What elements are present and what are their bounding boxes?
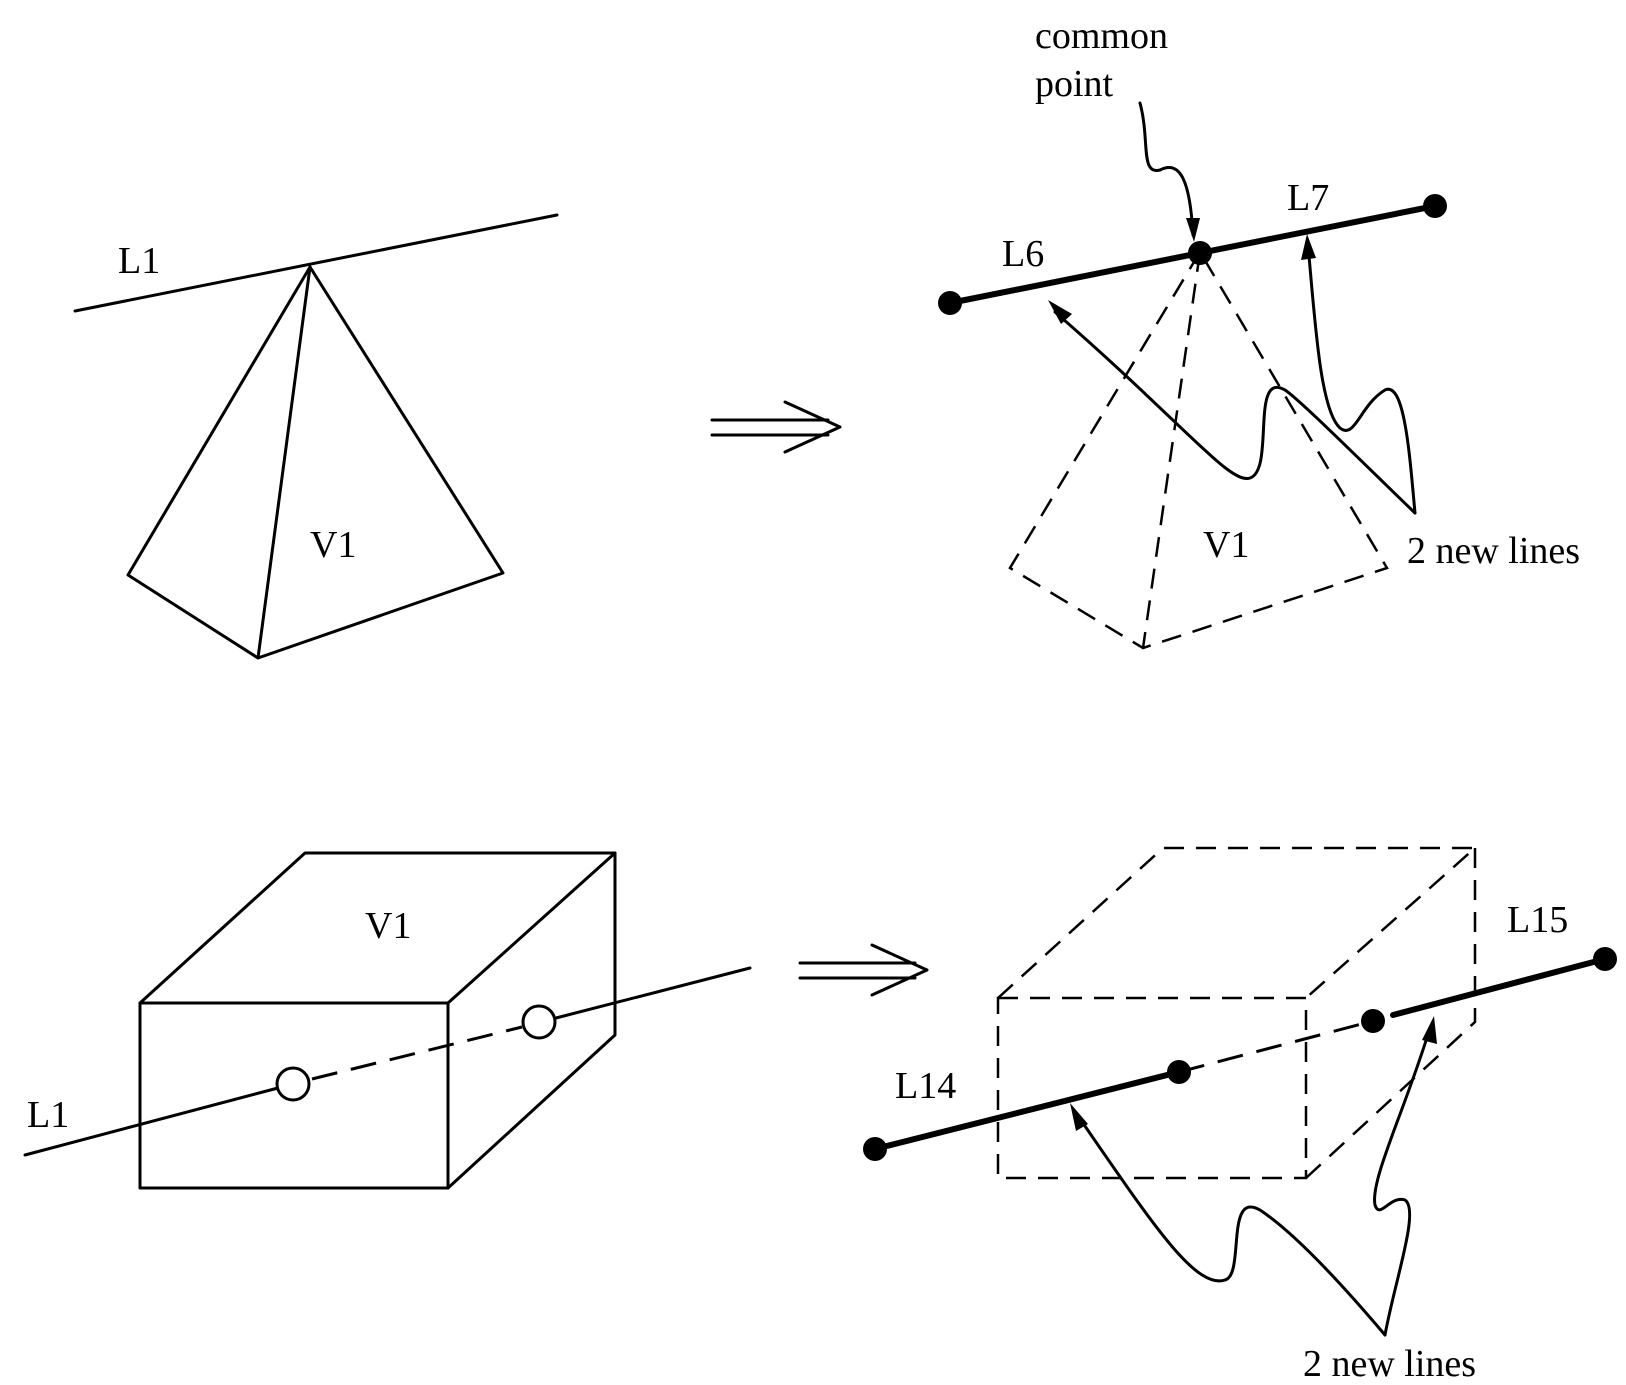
common-point-dot — [1188, 241, 1212, 265]
endpoint-l14-left — [863, 1137, 887, 1161]
line-l1-bottom-hidden-part — [311, 1025, 523, 1081]
entry-point-circle — [275, 1066, 311, 1102]
common-point-arrow — [1138, 101, 1195, 237]
endpoint-l7-right — [1423, 194, 1447, 218]
endpoint-l15-left — [1361, 1009, 1385, 1033]
label-l7: L7 — [1287, 177, 1329, 219]
endpoint-l14-right — [1167, 1060, 1191, 1084]
bottom-right-figure: L14 L15 2 new lines — [863, 846, 1617, 1385]
endpoint-l15-right — [1593, 947, 1617, 971]
dashed-pyramid-front-edge — [1141, 251, 1202, 649]
label-common: common — [1035, 15, 1168, 57]
label-point: point — [1035, 63, 1114, 105]
new-lines-arrow-to-l6 — [1053, 310, 1417, 515]
new-lines-arrow-to-l7 — [1306, 243, 1417, 515]
new-lines-arrow-to-l14 — [1076, 1114, 1387, 1337]
top-right-figure: common point L6 L7 V1 2 new lines — [938, 15, 1580, 650]
exit-point-circle — [521, 1004, 557, 1040]
label-v1-top-left: V1 — [310, 524, 356, 566]
label-l15: L15 — [1507, 899, 1568, 941]
hidden-segment — [1178, 1019, 1374, 1074]
bottom-left-figure: V1 L1 — [23, 851, 752, 1190]
implies-arrow-top — [710, 400, 842, 454]
implies-arrow-bottom — [798, 943, 929, 997]
pyramid-outline — [126, 265, 505, 660]
endpoint-l6-left — [938, 291, 962, 315]
box-front-face — [138, 1001, 450, 1190]
line-l1-top — [73, 213, 559, 313]
label-2-new-lines-bottom: 2 new lines — [1303, 1343, 1476, 1385]
dashed-box-right-face — [1305, 848, 1477, 1179]
new-lines-arrow-to-l15 — [1373, 1026, 1432, 1337]
label-v1-bottom-left: V1 — [365, 905, 411, 947]
pyramid-front-edge — [256, 265, 312, 660]
label-l1-bottom: L1 — [27, 1094, 69, 1136]
line-l1-bottom-left-part — [23, 1086, 280, 1157]
line-l14 — [872, 1069, 1182, 1152]
dashed-box-top-face — [997, 846, 1479, 999]
line-l1-bottom-right-part — [554, 966, 752, 1020]
label-l6: L6 — [1002, 233, 1044, 275]
line-l15 — [1390, 956, 1608, 1018]
dashed-box-front-face — [996, 996, 1308, 1180]
label-2-new-lines-top: 2 new lines — [1407, 530, 1580, 572]
label-v1-top-right: V1 — [1203, 524, 1249, 566]
box-right-face — [446, 851, 617, 1190]
top-left-figure: L1 V1 — [73, 213, 559, 660]
label-l14: L14 — [895, 1065, 956, 1107]
label-l1-top: L1 — [118, 240, 160, 282]
box-top-face — [138, 851, 617, 1005]
